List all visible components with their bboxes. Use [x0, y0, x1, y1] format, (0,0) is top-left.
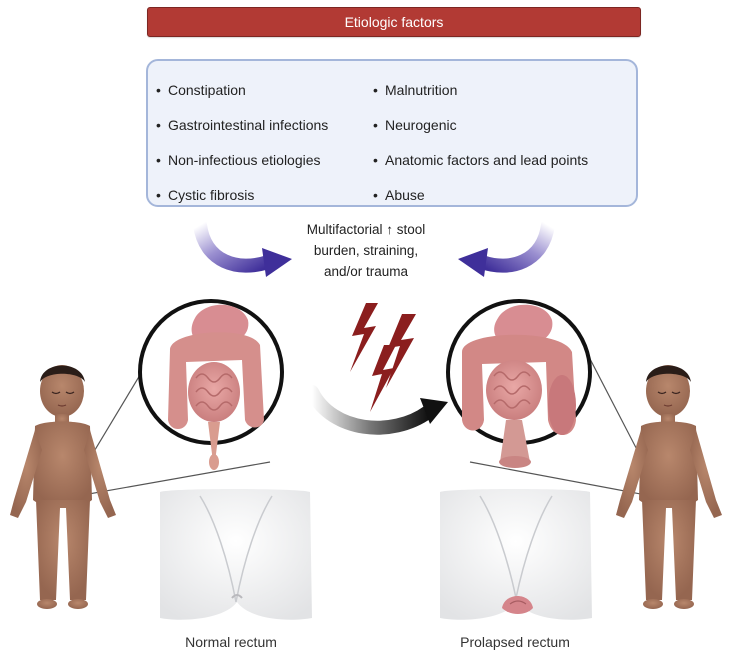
mechanism-line: and/or trauma [323, 264, 409, 279]
normal-colon-inset [138, 299, 284, 470]
progression-arrow-icon [305, 385, 448, 435]
factors-list-left: •Constipation •Gastrointestinal infectio… [156, 73, 328, 213]
lightning-icon [350, 303, 416, 412]
normal-buttocks-illustration [160, 489, 312, 620]
right-curved-arrow-icon [458, 218, 555, 277]
etiologic-factors-banner: Etiologic factors [147, 7, 641, 37]
factor-item: •Gastrointestinal infections [156, 117, 329, 133]
factors-list-right: •Malnutrition •Neurogenic •Anatomic fact… [373, 73, 588, 213]
left-curved-arrow-icon [193, 218, 292, 277]
prolapsed-rectum-caption: Prolapsed rectum [460, 634, 570, 650]
factor-item: •Abuse [373, 187, 425, 203]
prolapsed-buttocks-illustration [440, 489, 592, 620]
prolapsed-colon-inset [446, 299, 592, 468]
factor-item: •Constipation [156, 82, 246, 98]
etiologic-factors-box: •Constipation •Gastrointestinal infectio… [146, 59, 638, 207]
factor-item: •Malnutrition [373, 82, 458, 98]
mechanism-line: Multifactorial ↑ stool [306, 222, 426, 237]
factor-item: •Neurogenic [373, 117, 457, 133]
child-figure-left [10, 365, 116, 609]
normal-rectum-caption: Normal rectum [185, 634, 277, 650]
factor-item: •Anatomic factors and lead points [373, 152, 589, 168]
child-figure-right [616, 365, 722, 609]
mechanism-line: burden, straining, [313, 243, 419, 258]
factor-item: •Non-infectious etiologies [156, 152, 321, 168]
mechanism-text: Multifactorial ↑ stool burden, straining… [276, 219, 456, 282]
factor-item: •Cystic fibrosis [156, 187, 255, 203]
